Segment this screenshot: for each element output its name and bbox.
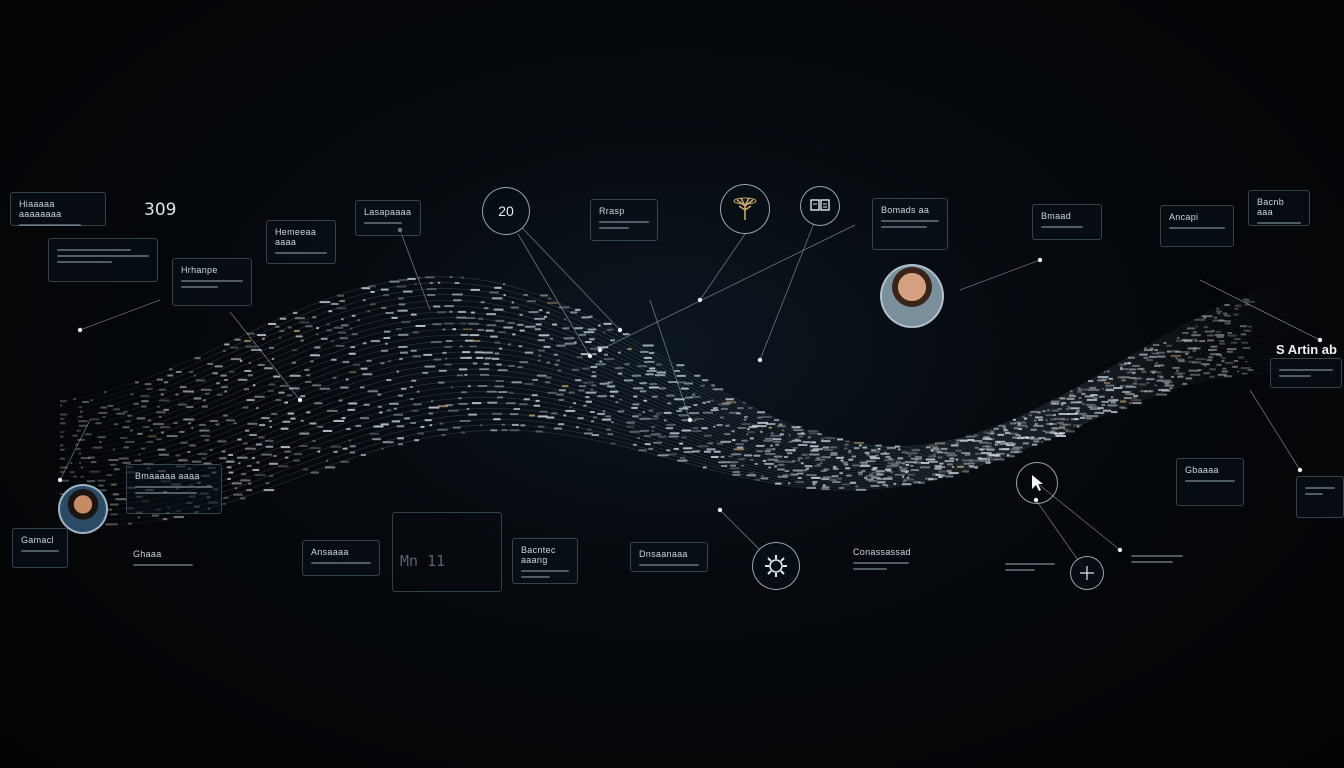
info-card: Gbaaaa <box>1176 458 1244 506</box>
info-card: Dnsaanaaa <box>630 542 708 572</box>
info-card: Bmaaaaa aaaa <box>126 464 222 514</box>
crosshair-icon[interactable] <box>1070 556 1104 590</box>
info-card: Ancapi <box>1160 205 1234 247</box>
info-card: Rrasp <box>590 199 658 241</box>
info-card: Ghaaa <box>124 542 202 570</box>
info-card: Ansaaaa <box>302 540 380 576</box>
counter-value: 309 <box>144 200 177 220</box>
info-card <box>48 238 158 282</box>
tree-icon[interactable] <box>720 184 770 234</box>
info-card: Bmaad <box>1032 204 1102 240</box>
info-card: Hiaaaaa aaaaaaaa <box>10 192 106 226</box>
info-card <box>1122 544 1192 576</box>
info-card: Hemeeaa aaaa <box>266 220 336 264</box>
info-card <box>996 552 1064 578</box>
info-card: Conassassad <box>844 540 918 576</box>
panel-frame <box>392 512 502 592</box>
cursor-icon[interactable] <box>1016 462 1058 504</box>
info-card: Bacntec aaang <box>512 538 578 584</box>
faint-label: Mn 11 <box>400 552 446 570</box>
grid-icon[interactable] <box>800 186 840 226</box>
info-card <box>1270 358 1342 388</box>
info-card: Bacnb aaa <box>1248 190 1310 226</box>
data-wave-band <box>39 274 1321 526</box>
chart-icon[interactable]: 20 <box>482 187 530 235</box>
info-card: Gamacl <box>12 528 68 568</box>
connector-lines <box>57 207 1323 574</box>
section-heading: S Artin ab <box>1276 342 1337 357</box>
info-card <box>1296 476 1344 518</box>
info-card: Bomads aa <box>872 198 948 250</box>
gear-icon[interactable] <box>752 542 800 590</box>
avatar[interactable] <box>58 484 108 534</box>
info-card: Hrhanpe <box>172 258 252 306</box>
info-card: Lasapaaaa <box>355 200 421 236</box>
avatar[interactable] <box>880 264 944 328</box>
